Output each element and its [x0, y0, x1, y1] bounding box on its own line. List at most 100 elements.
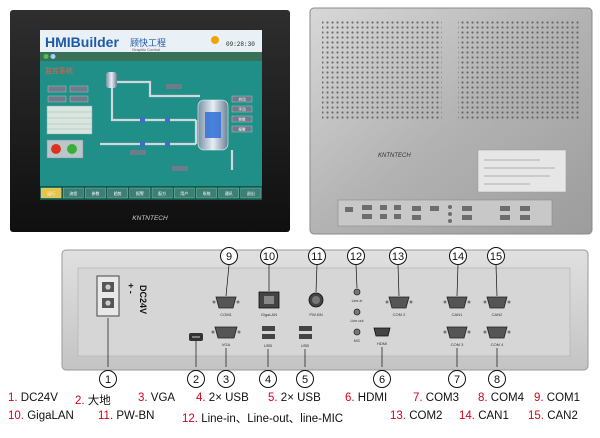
callout-number-6: 6	[379, 374, 385, 386]
hmi-tab-4	[129, 187, 151, 199]
hmi-valves	[140, 117, 170, 147]
hmi-tab-label-6: 用户	[180, 190, 188, 196]
callout-number-11: 11	[311, 251, 322, 263]
lineout-label: Line-out	[351, 319, 364, 323]
hmi-logo-icon	[211, 36, 219, 44]
hmi-tab-6	[174, 187, 195, 199]
hmi-tab-0	[40, 187, 62, 199]
callout-number-12: 12	[350, 251, 362, 263]
callout-number-15: 15	[490, 251, 502, 263]
callout-circle-11	[308, 247, 326, 265]
hmi-tab-label-9: 退出	[247, 190, 255, 196]
rear-vent-right	[458, 20, 580, 120]
legend-caption: 1. DC24V 2. 大地 3. VGA 4. 2× USB 5. 2× US…	[0, 392, 600, 432]
hmi-tab-label-7: 系统	[203, 190, 211, 196]
dc24v-terminal	[96, 275, 120, 317]
callout-number-1: 1	[105, 374, 111, 386]
hmi-left-buttons	[47, 85, 89, 103]
linein-label: Line-in	[352, 299, 363, 303]
callout-circle-13	[389, 247, 407, 265]
rear-port-strip	[337, 199, 553, 227]
rear-sticker	[477, 149, 567, 193]
can1-port	[443, 296, 471, 309]
hmi-tab-1	[63, 187, 84, 199]
usb-ports-1	[262, 326, 275, 339]
hmi-tab-label-4: 报警	[136, 190, 144, 196]
usb-ports-2	[299, 326, 312, 339]
dc24v-label: DC24V	[138, 285, 148, 314]
hmi-right-button-label-3: 报警	[238, 127, 246, 132]
hmi-section-label: 监控系统	[45, 66, 73, 75]
legend-item-15: 15. CAN2	[528, 410, 578, 422]
callout-number-4: 4	[265, 374, 271, 386]
callout-circle-14	[449, 247, 467, 265]
com4-port	[483, 326, 511, 339]
can2-port	[483, 296, 511, 309]
gigalan-port	[258, 291, 280, 309]
legend-item-11: 11. PW-BN	[98, 410, 155, 422]
callout-number-2: 2	[193, 374, 199, 386]
callout-circle-8	[488, 370, 506, 388]
hdmi-port	[373, 327, 391, 337]
hmi-title: HMIBuilder	[45, 34, 119, 50]
hmi-mid-labels	[130, 84, 188, 171]
legend-item-9: 9. COM1	[534, 392, 581, 404]
legend-item-6: 6. HDMI	[345, 392, 388, 404]
hmi-tab-9	[240, 187, 262, 199]
detail-inner-frame	[77, 267, 571, 357]
legend-item-2: 2. 大地	[75, 395, 111, 407]
front-brand-logo: KNTNTECH	[132, 215, 168, 222]
legend-item-10: 10. GigaLAN	[8, 410, 74, 422]
callout-number-10: 10	[263, 251, 275, 263]
callout-circle-7	[448, 370, 466, 388]
hmi-small-tank	[106, 72, 117, 88]
gigalan-label: GigaLAN	[261, 312, 277, 317]
hmi-tab-5	[151, 187, 173, 199]
hmi-process-pipes	[100, 80, 234, 170]
can2-label: CAN2	[492, 312, 503, 317]
legend-item-5: 5. 2× USB	[268, 392, 321, 404]
hmi-tab-7	[196, 187, 217, 199]
callout-circle-2	[187, 370, 205, 388]
callout-number-8: 8	[494, 374, 500, 386]
usb1-label: USB	[264, 343, 273, 348]
com1-label: COM1	[220, 312, 232, 317]
callout-circle-4	[259, 370, 277, 388]
pwbn-label: PW-BN	[309, 312, 322, 317]
hmi-chinese-title: 顾快工程	[130, 37, 166, 49]
callout-circle-12	[347, 247, 365, 265]
ground-terminal	[189, 333, 203, 341]
hmi-tab-label-8: 通讯	[225, 190, 233, 196]
hmi-red-indicator	[51, 144, 61, 154]
hmi-tab-label-2: 参数	[92, 190, 100, 196]
com3-label: COM 3	[451, 342, 464, 347]
hmi-tab-label-5: 配方	[158, 190, 166, 196]
front-panel: HMIBuilder 顾快工程 Graphic Control 09:28:30…	[10, 10, 290, 232]
hmi-tab-label-3: 趋势	[114, 190, 122, 196]
callout-circle-6	[373, 370, 391, 388]
callout-number-3: 3	[223, 374, 229, 386]
can1-label: CAN1	[452, 312, 463, 317]
com1-port	[212, 296, 240, 309]
callout-lines	[107, 264, 498, 367]
legend-item-8: 8. COM4	[478, 392, 525, 404]
rear-vent-left	[322, 20, 442, 120]
pwbn-button	[308, 292, 324, 308]
callout-number-5: 5	[302, 374, 308, 386]
hmi-tab-2	[85, 187, 106, 199]
com3-port	[443, 326, 471, 339]
hmi-tab-3	[107, 187, 128, 199]
callout-number-14: 14	[452, 251, 464, 263]
audio-jacks	[353, 288, 361, 336]
com2-label: COM 2	[393, 312, 406, 317]
hmi-tab-label-0: 运行	[47, 190, 55, 196]
hdmi-label: HDMI	[377, 341, 387, 346]
hmi-nav-strip	[40, 52, 262, 61]
hmi-right-button-label-1: 手动	[238, 107, 246, 112]
hmi-header	[40, 30, 262, 52]
hmi-right-button-label-0: 自动	[238, 97, 246, 102]
usb2-label: USB	[301, 343, 310, 348]
